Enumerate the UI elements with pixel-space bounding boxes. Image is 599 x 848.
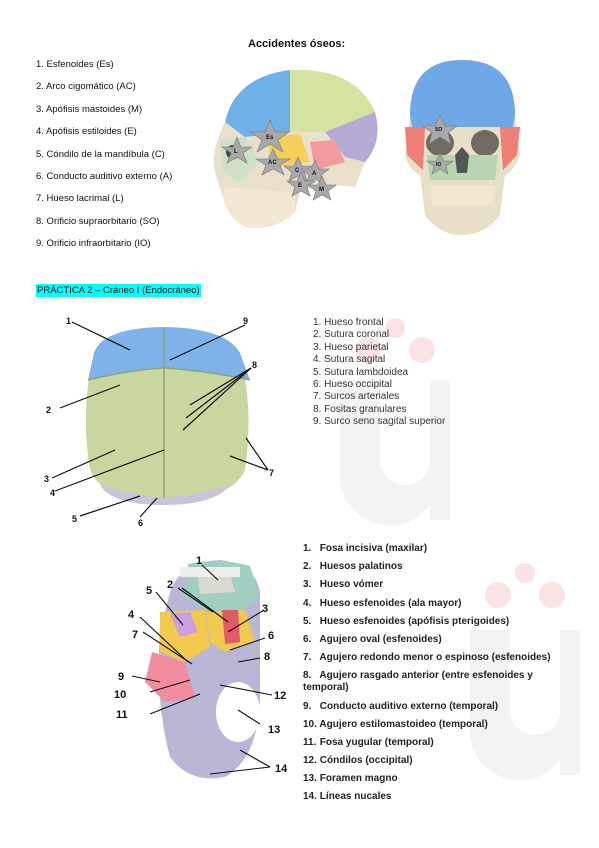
list-item: 7. Agujero redondo menor o espinoso (esf… (303, 652, 551, 664)
callout-14: 14 (275, 763, 288, 775)
callout-4: 4 (128, 609, 135, 621)
list-item: 12. Cóndilos (occipital) (303, 755, 413, 767)
list-item: 5. Sutura lambdoidea (313, 366, 409, 378)
star-label-so: SO (435, 127, 442, 133)
callout-9: 9 (243, 316, 248, 326)
callout-6: 6 (138, 518, 143, 528)
lateral-skull-illustration: L Es AC C A E M (213, 69, 378, 228)
callout-8: 8 (252, 360, 257, 370)
callout-1: 1 (66, 316, 71, 326)
callout-3: 3 (262, 603, 268, 615)
section-title: Accidentes óseos: (248, 38, 346, 50)
callout-3: 3 (44, 474, 49, 484)
list-item: 9. Conducto auditivo externo (temporal) (303, 700, 499, 712)
callout-10: 10 (114, 689, 126, 701)
callout-2: 2 (46, 405, 51, 415)
list-item: 4. Sutura sagital (313, 354, 386, 366)
list-item: 8. Fositas granulares (313, 403, 407, 415)
list-item: 5. Hueso esfenoides (apófisis pterigoide… (303, 615, 510, 627)
star-label-c: C (295, 168, 300, 174)
list-item: 14. Líneas nucales (303, 791, 392, 803)
callout-12: 12 (274, 690, 286, 702)
list-item: 4. Apófisis estiloides (E) (36, 126, 137, 138)
star-label-e: E (298, 183, 302, 189)
list-item: 3. Hueso parietal (313, 341, 389, 353)
list-item: 7. Hueso lacrimal (L) (36, 193, 124, 205)
list-item: 3. Hueso vómer (303, 579, 384, 591)
callout-7: 7 (132, 629, 138, 641)
callout-6: 6 (268, 630, 274, 642)
star-label-es: Es (266, 135, 274, 141)
frontal-skull-illustration: SO IO (405, 60, 520, 235)
list-item: 6. Agujero oval (esfenoides) (303, 633, 442, 645)
list-item: 1. Fosa incisiva (maxilar) (303, 543, 428, 554)
list-item: 7. Surcos arteriales (313, 391, 400, 403)
list-item: 2. Huesos palatinos (303, 561, 403, 573)
list-item: 9. Surco seno sagital superior (313, 416, 446, 428)
list-item: 11. Fosa yugular (temporal) (303, 736, 434, 748)
callout-5: 5 (146, 585, 152, 597)
landmarks-list: 1. Esfenoides (Es) 2. Arco cigomático (A… (36, 58, 172, 260)
callout-9: 9 (118, 671, 124, 683)
list-item: 2. Sutura coronal (313, 329, 390, 341)
callout-13: 13 (268, 724, 280, 736)
star-label-m: M (319, 187, 324, 193)
list-item: 5. Cóndilo de la mandíbula (C) (36, 148, 165, 160)
skull-base-list: 1. Fosa incisiva (maxilar) 2. Huesos pal… (303, 543, 573, 810)
star-label-a: A (312, 171, 317, 177)
callout-11: 11 (116, 709, 128, 721)
list-item: 10. Agujero estilomastoideo (temporal) (303, 718, 488, 730)
list-item: 8. Orificio supraorbitario (SO) (36, 215, 160, 227)
list-item: 2. Arco cigomático (AC) (36, 81, 136, 93)
star-label-io: IO (436, 162, 441, 168)
callout-5: 5 (72, 514, 77, 524)
list-item: 3. Apófisis mastoides (M) (36, 103, 143, 115)
endocranium-list: 1. Hueso frontal 2. Sutura coronal 3. Hu… (313, 317, 445, 429)
list-item: 1. Esfenoides (Es) (36, 59, 114, 70)
list-item: 6. Hueso occipital (313, 378, 392, 390)
list-item: 13. Foramen magno (303, 773, 398, 785)
star-label-ac: AC (268, 160, 277, 166)
list-item: 8. Agujero rasgado anterior (entre esfen… (303, 670, 533, 694)
skull-base-illustration: 1 2 3 5 4 6 7 8 9 10 12 11 13 14 (114, 555, 288, 779)
list-item: 4. Hueso esfenoides (ala mayor) (303, 597, 462, 609)
list-item: 9. Orificio infraorbitario (IO) (36, 238, 151, 250)
callout-2: 2 (167, 579, 173, 591)
callout-8: 8 (264, 651, 270, 663)
callout-1: 1 (196, 555, 202, 567)
callout-7: 7 (269, 468, 274, 478)
star-label-l: L (234, 149, 238, 155)
skull-cap-illustration: 1 9 8 2 3 4 5 6 7 (44, 316, 274, 528)
list-item: 1. Hueso frontal (313, 317, 384, 328)
callout-4: 4 (50, 488, 55, 498)
list-item: 6. Conducto auditivo externo (A) (36, 170, 173, 182)
practice-banner: PRÁCTICA 2 – Cráneo I (Endocráneo) (36, 284, 201, 297)
